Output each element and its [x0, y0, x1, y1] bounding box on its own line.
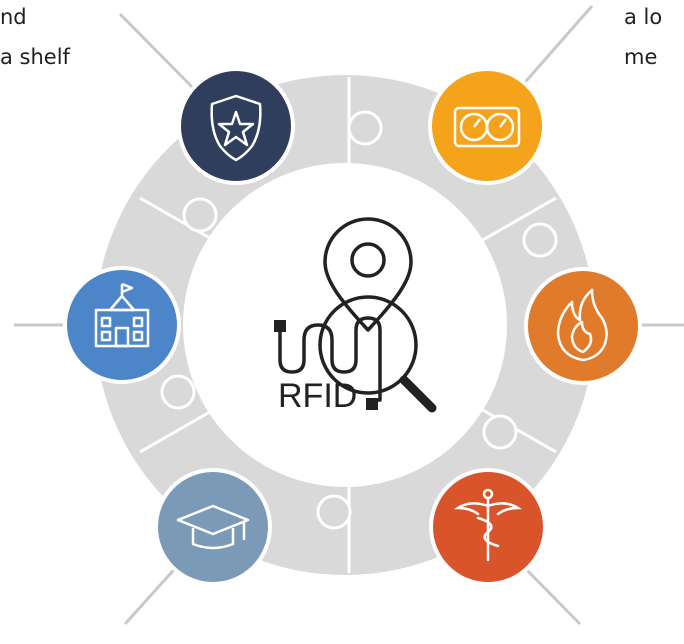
- ring-inner: [183, 163, 507, 487]
- fire-icon-node: [524, 267, 642, 385]
- graduation-icon-node: [154, 468, 272, 586]
- top-right-text-line-1: a lo: [624, 5, 663, 29]
- connector-line-bottom-right: [518, 561, 582, 626]
- medical-icon-node: [429, 468, 547, 586]
- connector-line-top-right: [518, 5, 594, 89]
- top-right-text-line-2: me: [624, 45, 658, 69]
- police-icon-node: [177, 67, 295, 185]
- school-icon-node: [63, 266, 181, 384]
- connector-line-bottom-left: [123, 561, 182, 626]
- fire-icon: [556, 288, 608, 362]
- medical-caduceus-icon: [453, 488, 523, 562]
- gauge-meters-icon: [453, 106, 521, 148]
- police-badge-icon: [210, 94, 262, 162]
- connector-lines: [14, 5, 684, 626]
- puzzle-nubs: [160, 110, 558, 530]
- top-left-text-line-2: a shelf: [0, 45, 70, 69]
- center-label: RFID: [278, 377, 357, 415]
- school-building-icon: [94, 282, 150, 348]
- graduation-cap-icon: [176, 504, 250, 550]
- rfid-location-search-icon: [274, 217, 437, 413]
- gauge-icon-node: [428, 67, 546, 185]
- top-left-text-line-1: nd: [0, 5, 27, 29]
- connector-line-top-left: [118, 12, 202, 97]
